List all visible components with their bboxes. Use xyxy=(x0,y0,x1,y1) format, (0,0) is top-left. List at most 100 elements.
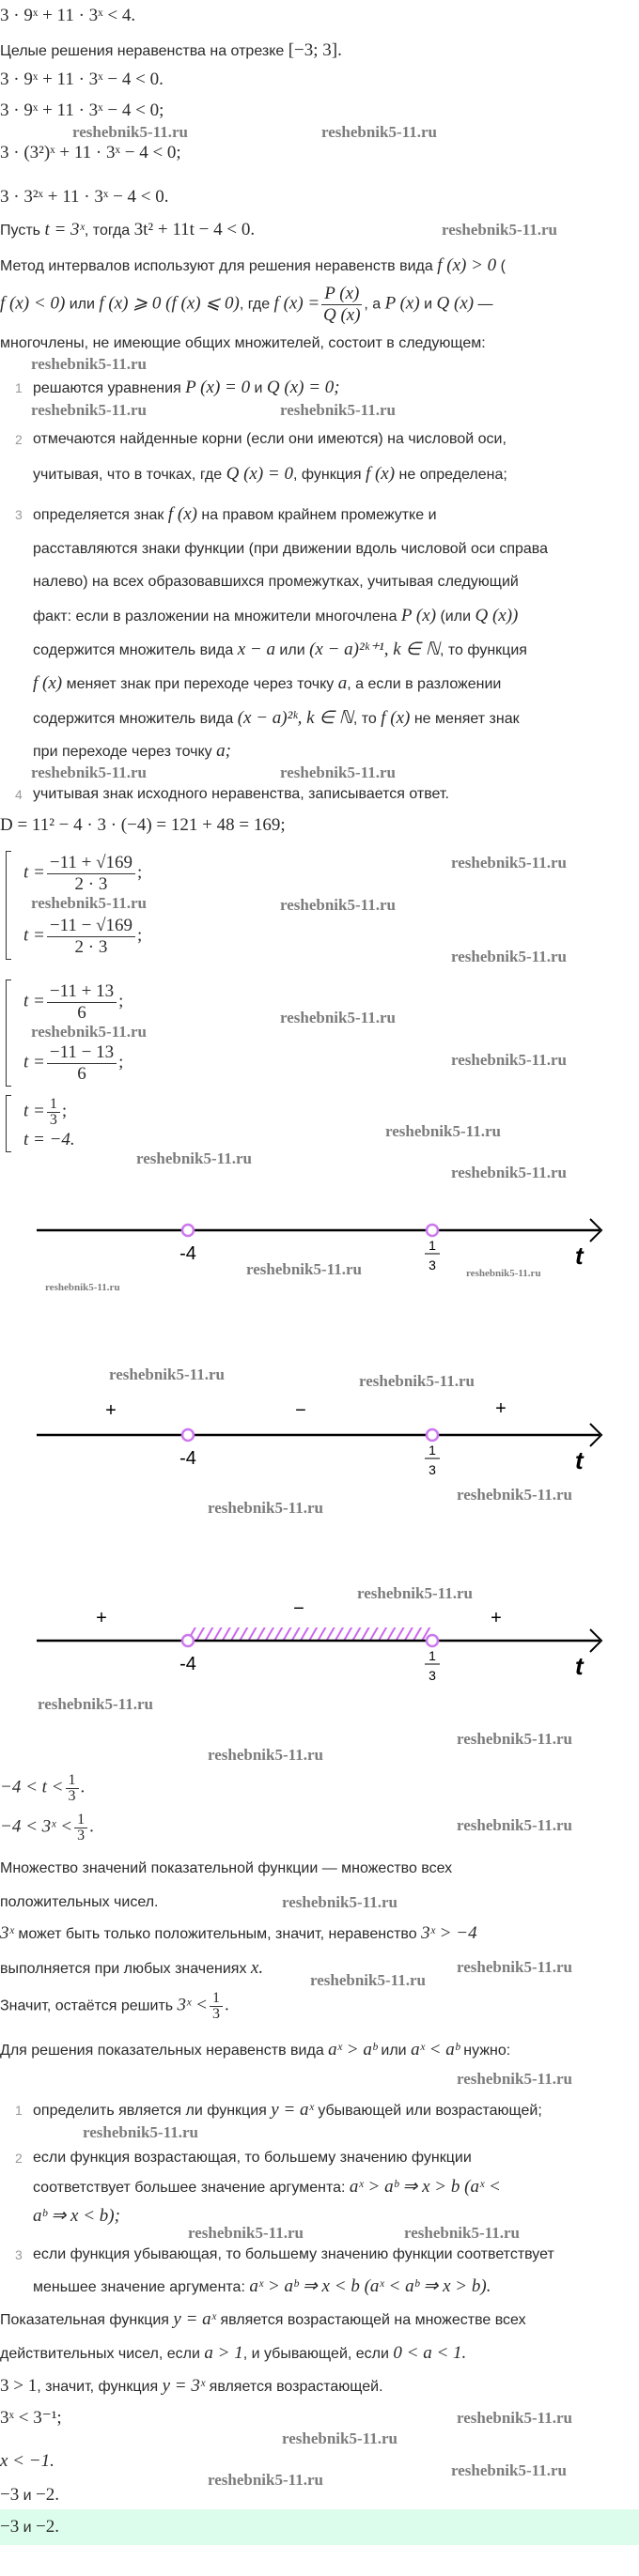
label-num: 1 xyxy=(429,1238,436,1253)
math: f (x) = xyxy=(273,293,320,314)
watermark: reshebnik5-11.ru xyxy=(280,1009,396,1026)
text: или xyxy=(274,642,310,658)
watermark: reshebnik5-11.ru xyxy=(136,1149,252,1167)
paragraph: Множество значений показательной функции… xyxy=(0,1860,453,1876)
math: Q (x) = 0; xyxy=(266,378,340,397)
numerator: −11 + 13 xyxy=(46,981,117,1003)
watermark: reshebnik5-11.ru xyxy=(282,2429,397,2447)
text: Для решения показательных неравенств вид… xyxy=(0,2043,329,2059)
text: Пусть xyxy=(0,223,45,239)
denominator: 3 xyxy=(68,1788,76,1804)
watermark: reshebnik5-11.ru xyxy=(451,948,567,965)
list-item: учитывая знак исходного неравенства, зап… xyxy=(33,786,449,802)
sign-plus: + xyxy=(491,1608,502,1628)
math: f (x) xyxy=(381,708,411,728)
text: или xyxy=(376,2043,412,2059)
watermark: reshebnik5-11.ru xyxy=(109,1365,225,1383)
math: a; xyxy=(216,741,231,761)
watermark: reshebnik5-11.ru xyxy=(31,1023,147,1041)
list-number: 3 xyxy=(15,507,23,522)
open-point-minus-4 xyxy=(180,1633,195,1648)
number-line-solution: + − + -4 1 3 t xyxy=(37,1603,603,1683)
method-line-1: Метод интервалов используют для решения … xyxy=(0,255,506,277)
list-item: если функция возрастающая, то большему з… xyxy=(33,2150,472,2166)
watermark: reshebnik5-11.ru xyxy=(442,221,557,239)
math: f (x) ⩾ 0 (f (x) ⩽ 0) xyxy=(99,293,240,314)
math: −2. xyxy=(36,2517,60,2537)
math: 3ˣ < xyxy=(177,1995,208,2015)
numerator: P (x) xyxy=(321,284,363,305)
text: содержится множитель вида xyxy=(33,711,238,727)
text: меняет знак при переходе через точку xyxy=(62,676,338,692)
denominator: 6 xyxy=(77,1064,86,1084)
watermark: reshebnik5-11.ru xyxy=(246,1260,362,1278)
list-item-cont: факт: если в разложении на множители мно… xyxy=(33,606,518,627)
sign-plus: + xyxy=(105,1400,117,1421)
watermark: reshebnik5-11.ru xyxy=(457,1730,572,1748)
math: y = 3ˣ xyxy=(162,2376,206,2396)
open-point-one-third xyxy=(425,1427,440,1442)
inequality-original: 3 · 9ˣ + 11 · 3ˣ < 4. xyxy=(0,6,136,25)
number-line-roots: -4 1 3 t xyxy=(37,1218,603,1273)
text: и xyxy=(19,2520,37,2536)
watermark: reshebnik5-11.ru xyxy=(451,1051,567,1069)
sign-plus: + xyxy=(96,1608,107,1628)
math: t = xyxy=(23,862,45,883)
numerator: −11 − √169 xyxy=(46,916,136,937)
math: −3 xyxy=(0,2517,20,2537)
math: t = 3ˣ xyxy=(44,220,85,239)
dot: . xyxy=(224,1995,229,2015)
list-number: 3 xyxy=(15,2247,23,2262)
text: Метод интервалов используют для решения … xyxy=(0,258,438,274)
text: не меняет знак xyxy=(410,711,520,727)
text: убывающей или возрастающей; xyxy=(313,2103,542,2119)
shaded-interval xyxy=(188,1627,432,1641)
watermark: reshebnik5-11.ru xyxy=(72,123,188,141)
arrow-icon xyxy=(589,1628,603,1653)
denominator: 3 xyxy=(211,2006,220,2022)
method-line-2: f (x) < 0) или f (x) ⩾ 0 (f (x) ⩽ 0), гд… xyxy=(0,284,493,326)
math: −4 < t < xyxy=(0,1777,64,1797)
text: , то функция xyxy=(439,642,527,658)
integer-solutions: −3 и −2. xyxy=(0,2485,59,2507)
text: ( xyxy=(496,258,506,274)
math: aˣ > aᵇ xyxy=(328,2040,377,2059)
watermark: reshebnik5-11.ru xyxy=(321,123,437,141)
text: , значит, функция xyxy=(37,2379,163,2395)
math: P (x) xyxy=(400,606,437,625)
discriminant: D = 11² − 4 · 3 · (−4) = 121 + 48 = 169; xyxy=(0,815,286,835)
substitution-line: Пусть t = 3ˣ, тогда 3t² + 11t − 4 < 0. xyxy=(0,220,255,241)
watermark: reshebnik5-11.ru xyxy=(280,401,396,419)
watermark: reshebnik5-11.ru xyxy=(310,1971,426,1989)
text: Показательная функция xyxy=(0,2312,174,2328)
text: и xyxy=(19,2488,37,2504)
math: x − a xyxy=(237,640,275,659)
text: и xyxy=(419,296,437,313)
dot: . xyxy=(89,1816,94,1837)
paragraph: 3ˣ может быть только положительным, знач… xyxy=(0,1923,477,1945)
list-item-cont: учитывая, что в точках, где Q (x) = 0, ф… xyxy=(33,464,507,486)
math: f (x) < 0) xyxy=(0,293,66,314)
task-statement: Целые решения неравенства на отрезке [−3… xyxy=(0,40,342,62)
denominator: 3 xyxy=(77,1828,86,1843)
text: решаются уравнения xyxy=(33,380,186,396)
list-item-cont: содержится множитель вида x − a или (x −… xyxy=(33,640,527,661)
watermark: reshebnik5-11.ru xyxy=(404,2224,520,2242)
step-line: 3 · (3²)ˣ + 11 · 3ˣ − 4 < 0; xyxy=(0,143,181,162)
list-item-cont: налево) на всех образовавшихся промежутк… xyxy=(33,574,519,590)
watermark: reshebnik5-11.ru xyxy=(280,764,396,781)
watermark: reshebnik5-11.ru xyxy=(282,1893,397,1911)
watermark: reshebnik5-11.ru xyxy=(31,401,147,419)
label-den: 3 xyxy=(429,1462,436,1477)
task-text: Целые решения неравенства на отрезке xyxy=(0,43,288,59)
list-item-cont: aᵇ ⇒ x < b); xyxy=(33,2206,120,2226)
math: (x − a)²ᵏ⁺¹, k ∈ ℕ xyxy=(309,640,440,659)
denominator: 6 xyxy=(77,1003,86,1023)
open-point-minus-4 xyxy=(180,1223,195,1238)
